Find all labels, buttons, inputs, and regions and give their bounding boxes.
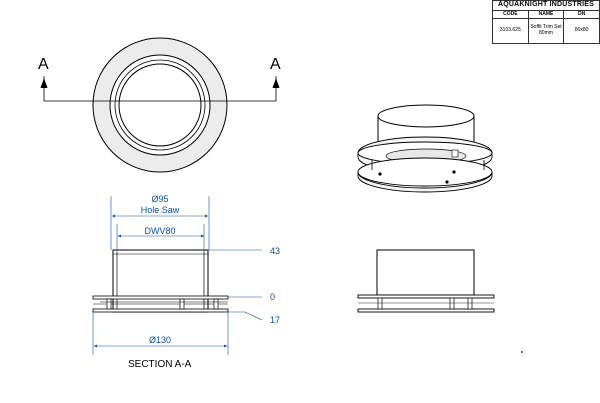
section-stud-left	[106, 298, 112, 310]
elev-flange-bottom	[357, 308, 495, 313]
header-code: CODE	[492, 10, 529, 19]
section-arrow-right	[272, 78, 280, 88]
dim-hole-saw-label: Hole Saw	[141, 205, 180, 215]
section-stud-mid	[179, 298, 185, 310]
section-stud-right	[213, 298, 219, 310]
section-marker-right: A	[270, 56, 281, 73]
company-name: AQUAKNIGHT INDUSTRIES	[492, 0, 600, 11]
iso-screw-2	[452, 170, 456, 174]
header-name: NAME	[527, 10, 565, 19]
section-view: Ø95 Hole Saw DWV80 43 0 17 Ø130 SECTION …	[92, 194, 280, 370]
elev-stud-mid	[449, 297, 455, 310]
dim-outer-dia: Ø130	[149, 335, 171, 345]
section-cut-line	[43, 76, 277, 102]
level-value-zero: 0	[270, 292, 275, 302]
iso-plate-lower	[357, 157, 493, 187]
section-flange-top	[92, 295, 229, 300]
plan-view: A A	[38, 37, 281, 173]
dim-pipe-label: DWV80	[144, 226, 175, 236]
plan-bore	[118, 63, 202, 147]
level-value-top: 43	[270, 246, 280, 256]
value-code: 3103.625	[492, 18, 529, 44]
title-block: AQUAKNIGHT INDUSTRIES CODE NAME DN 3103.…	[492, 0, 600, 44]
section-flange-bottom	[92, 308, 229, 313]
elev-stud-left	[377, 297, 383, 310]
isometric-view	[357, 104, 493, 193]
side-elevation-view	[357, 249, 523, 353]
section-marker-left: A	[38, 56, 49, 73]
elev-pipe-body	[376, 249, 475, 296]
header-dn: DN	[563, 10, 600, 19]
elev-stud-right	[467, 297, 473, 310]
section-arrow-left	[40, 78, 48, 88]
value-dn: 80x80	[563, 18, 600, 44]
level-value-bottom: 17	[270, 315, 280, 325]
value-name: Soffit Trim Set 80mm	[527, 18, 565, 44]
section-pipe-body	[112, 249, 209, 313]
elev-flange-top	[357, 294, 495, 299]
level-leader-bottom	[244, 311, 263, 321]
iso-screw-3	[445, 180, 449, 184]
iso-cylinder-top	[377, 104, 475, 128]
corner-mark	[521, 351, 523, 353]
iso-plate-lower-side	[357, 171, 493, 193]
section-caption: SECTION A-A	[128, 359, 192, 370]
dim-hole-saw-dia: Ø95	[151, 194, 168, 204]
iso-clip	[451, 149, 459, 158]
iso-screw-1	[378, 172, 382, 176]
